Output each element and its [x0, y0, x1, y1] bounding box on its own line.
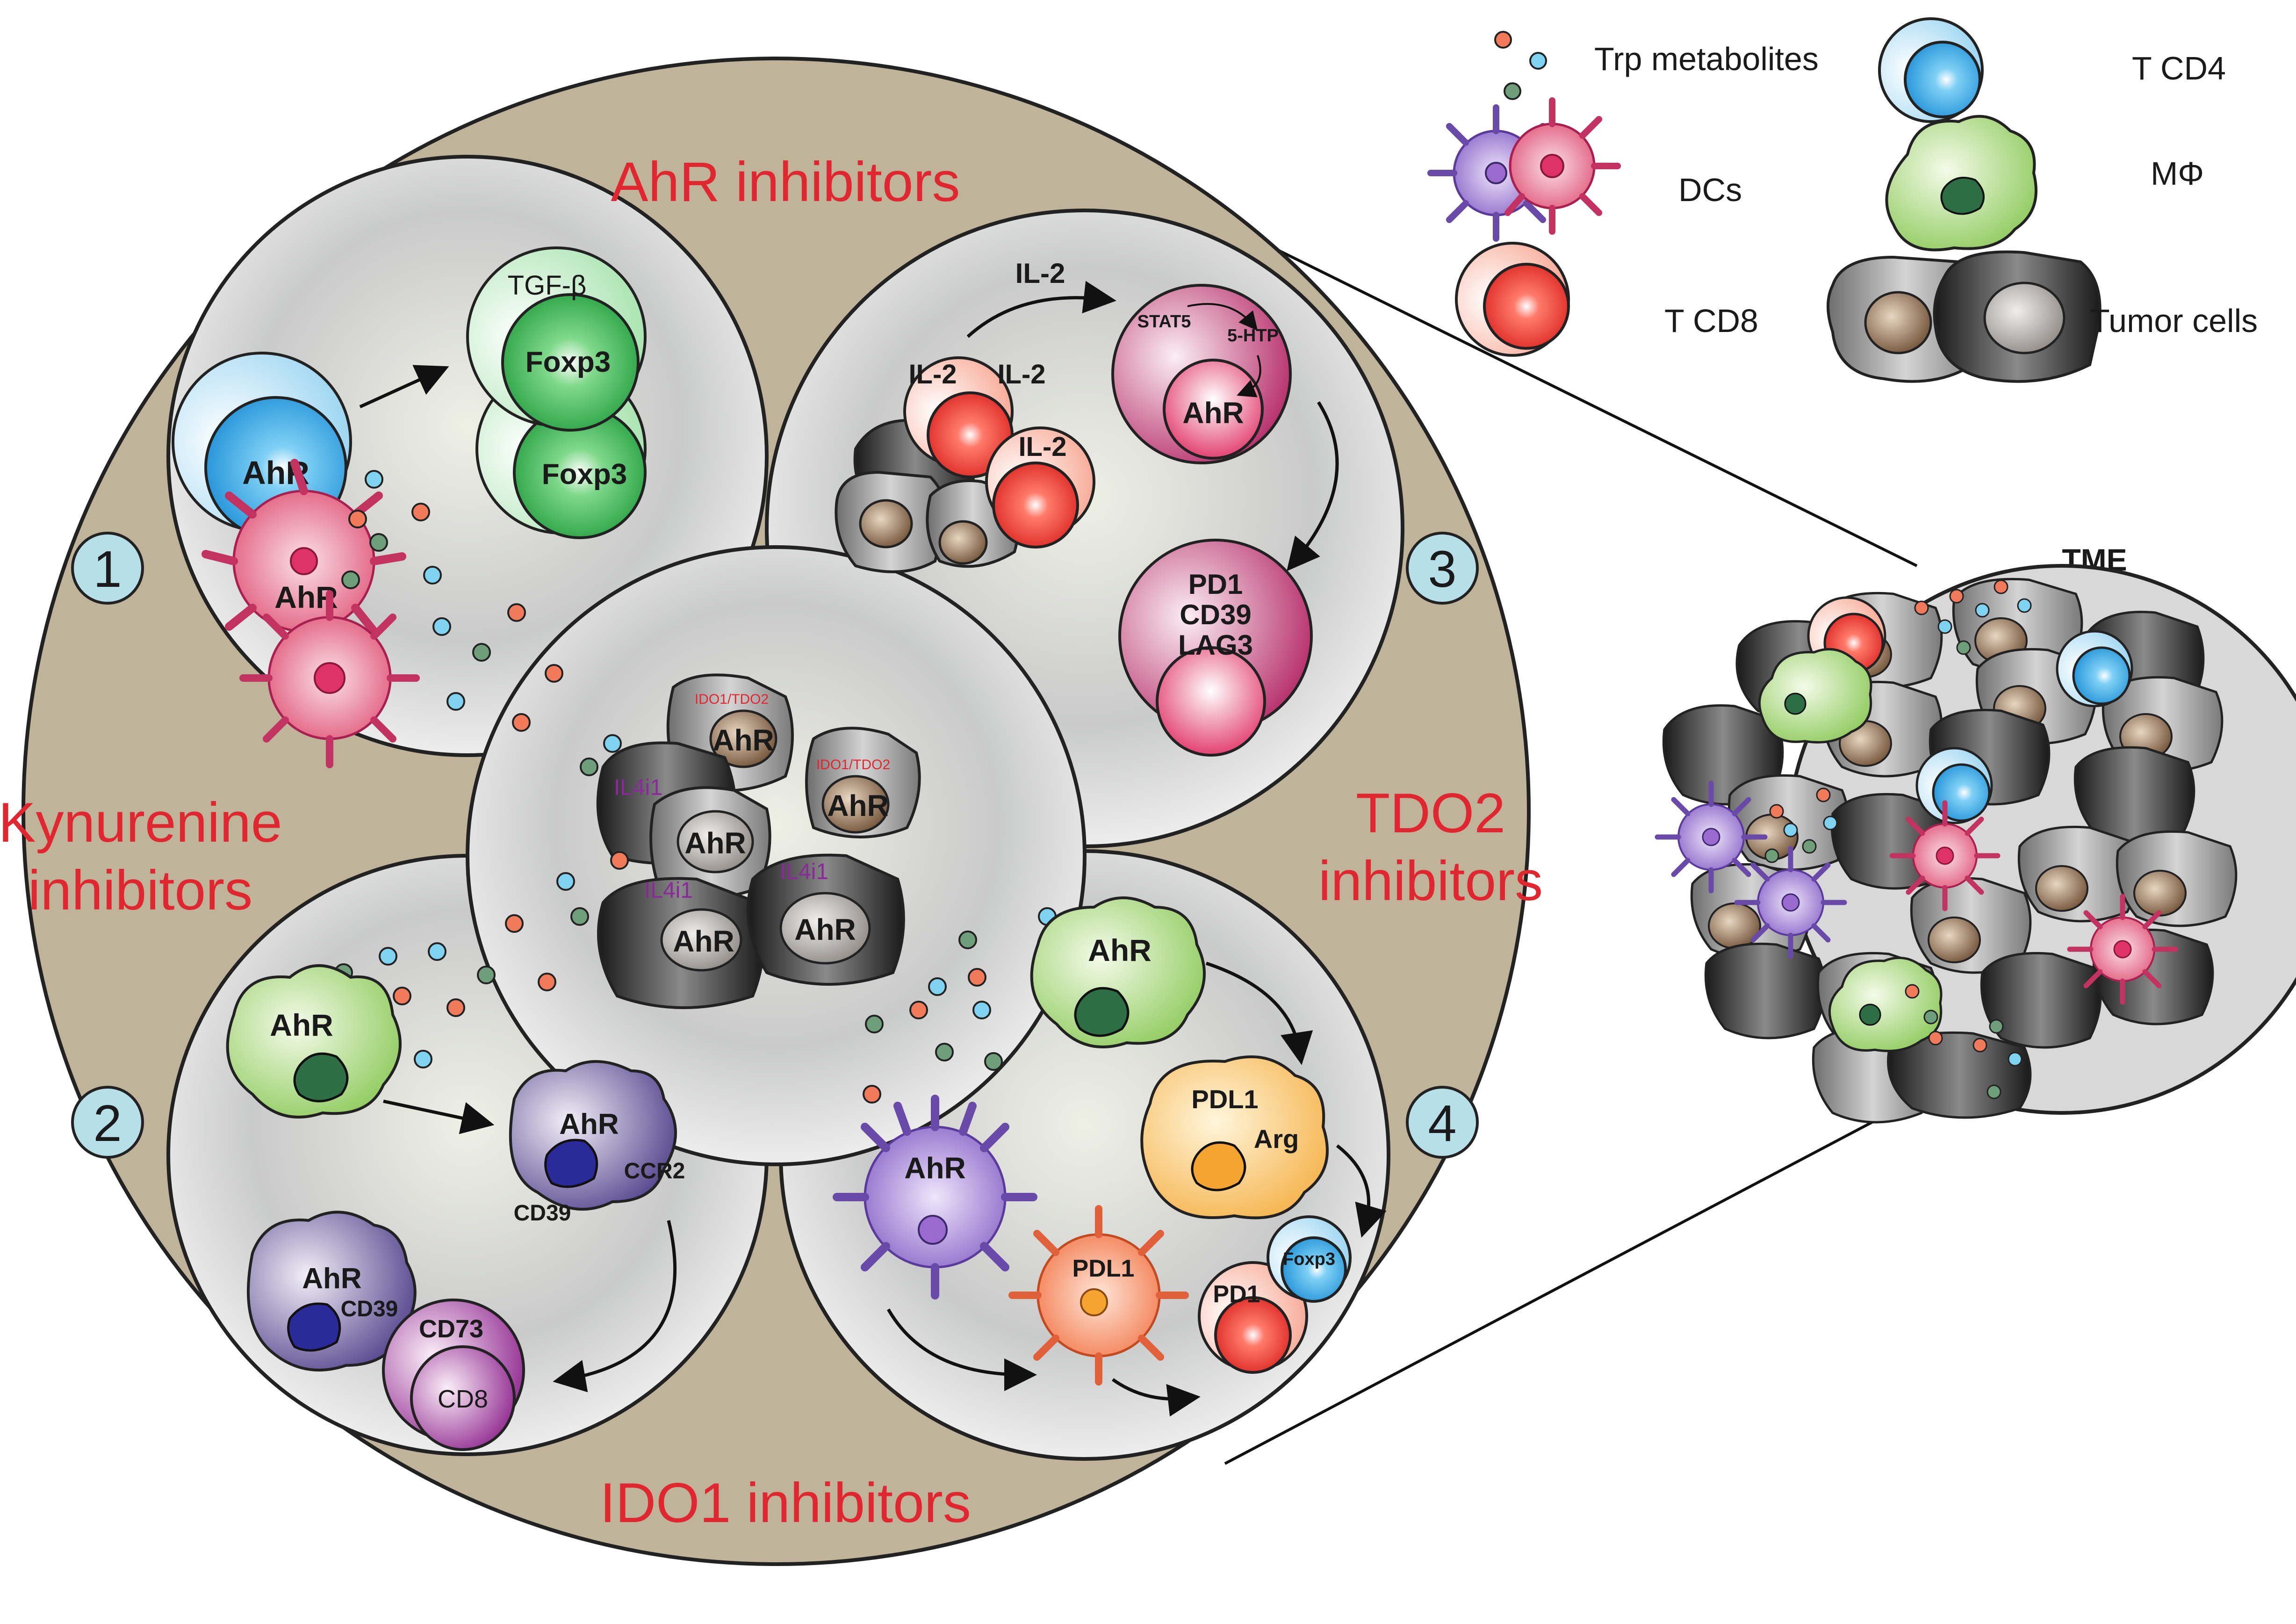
panel2-cd39-b: CD39 — [341, 1297, 398, 1321]
panel3-il2-top: IL-2 — [1015, 258, 1065, 289]
panel2-cd73: CD73 — [419, 1315, 483, 1343]
legend-tcd4-icon — [1878, 17, 1984, 123]
panel3-il2-low: IL-2 — [1018, 432, 1066, 462]
panel3-arrow-il2 — [966, 281, 1116, 338]
label-tdo2-line1: TDO2 — [1356, 782, 1505, 844]
panel2-cd39-a: CD39 — [514, 1201, 571, 1226]
panel1-foxp3-cell-top: TGF-β Foxp3 — [466, 246, 647, 432]
panel3-arrow-down — [1287, 401, 1339, 571]
badge-3: 3 — [1406, 532, 1479, 605]
panel2-cd8-cell: CD73 CD8 — [382, 1299, 525, 1451]
tme-trp-metabolites — [1764, 579, 2032, 1099]
tme-immune-cells — [1655, 596, 2178, 1052]
panel4-dc-ahr: AhR — [904, 1151, 966, 1185]
label-tdo2-line2: inhibitors — [1318, 850, 1543, 912]
panel4-pdl1-b: PDL1 — [1072, 1255, 1135, 1282]
panel4-arg: Arg — [1254, 1124, 1299, 1154]
badge-2: 2 — [71, 1086, 144, 1159]
panel3-ahr-cell: STAT5 5-HTP AhR — [1111, 284, 1292, 464]
panel4-foxp3: Foxp3 — [1283, 1249, 1335, 1269]
legend-dcs-label: DCs — [1678, 172, 1742, 208]
panel2-macrophage-purple-2: AhR CD39 — [247, 1211, 417, 1371]
panel3-il2-left: IL-2 — [908, 359, 957, 390]
panel3-exhausted-cell: PD1 CD39 LAG3 — [1118, 539, 1313, 757]
label-ahr-inhibitors: AhR inhibitors — [611, 151, 960, 213]
svg-text:3: 3 — [1428, 541, 1456, 598]
panel2-arrow-right — [383, 1099, 495, 1134]
panel4-arrow-3 — [886, 1308, 1037, 1391]
panel-center — [466, 545, 1087, 1166]
center-tumor-cluster: IDO1/TDO2 AhR IDO1/TDO2 AhR IL4i1 AhR IL… — [596, 673, 921, 1009]
label-kynurenine-line1: Kynurenine — [0, 791, 282, 854]
panel2-macrophage-green: AhR — [226, 964, 402, 1119]
panel2-cd8: CD8 — [438, 1385, 488, 1413]
panel1-arrow — [359, 365, 449, 409]
panel1-trp-metabolites — [341, 470, 526, 711]
legend-trp-label: Trp metabolites — [1594, 41, 1819, 77]
label-kynurenine-line2: inhibitors — [28, 859, 252, 922]
badge-1: 1 — [71, 532, 144, 605]
legend-tcd4-label: T CD4 — [2132, 50, 2226, 87]
panel3-stat5: STAT5 — [1137, 312, 1191, 332]
legend-tcd8-label: T CD8 — [1664, 303, 1758, 339]
svg-text:4: 4 — [1428, 1095, 1456, 1152]
panel2-macrophage-purple-1: AhR CCR2 CD39 — [509, 1060, 685, 1226]
center-ahr-br: AhR — [794, 913, 856, 946]
panel3-pd1: PD1 — [1188, 569, 1243, 600]
zoom-line-bottom — [1224, 1102, 1908, 1465]
center-ido1-tdo2-a: IDO1/TDO2 — [695, 692, 769, 707]
panel3-tcd8-cell-2 — [985, 426, 1095, 549]
panel2-mac-ahr: AhR — [270, 1008, 333, 1042]
tme-circle — [1655, 564, 2296, 1124]
panel4-dc-orange: PDL1 — [1008, 1205, 1189, 1386]
center-ido1-tdo2-b: IDO1/TDO2 — [816, 757, 890, 772]
panel2-mac3-ahr: AhR — [302, 1263, 361, 1295]
center-il4i1-b: IL4i1 — [644, 878, 693, 903]
panel4-arrow-4 — [1111, 1378, 1201, 1417]
legend-tcd8-icon — [1455, 242, 1570, 357]
panel2-arrow-curve — [553, 1220, 677, 1393]
legend-trp-icon — [1494, 31, 1547, 100]
panel3-5htp: 5-HTP — [1227, 326, 1279, 346]
panel3-cd39: CD39 — [1180, 599, 1251, 630]
svg-text:2: 2 — [93, 1095, 122, 1152]
panel1-foxp3-top: Foxp3 — [525, 346, 611, 378]
panel1-foxp3-bottom: Foxp3 — [542, 458, 627, 491]
panel3-ahr: AhR — [1182, 396, 1244, 430]
panel2-ccr2: CCR2 — [624, 1159, 685, 1184]
panel4-mac-ahr: AhR — [1088, 933, 1152, 967]
legend-macrophage-icon — [1885, 115, 2037, 252]
badge-4: 4 — [1406, 1086, 1479, 1159]
panel4-pd1: PD1 — [1213, 1281, 1260, 1308]
panel3-tcd8-cell-1 — [903, 356, 1014, 478]
panel3-lag3: LAG3 — [1178, 629, 1253, 661]
center-ahr-mid: AhR — [684, 826, 746, 860]
panel4-arrow-1 — [1205, 961, 1313, 1065]
panel3-il2-mid: IL-2 — [997, 359, 1045, 390]
legend-macrophage-label: MΦ — [2151, 155, 2204, 192]
panel4-treg-cell: Foxp3 — [1267, 1215, 1352, 1303]
panel1-dc-cell-2 — [239, 590, 420, 768]
label-ido1-inhibitors: IDO1 inhibitors — [600, 1472, 971, 1534]
legend: Trp metabolites T CD4 DCs MΦ T CD8 — [1427, 17, 2258, 383]
panel4-arrow-2 — [1336, 1144, 1387, 1238]
center-ahr-bl: AhR — [673, 924, 734, 958]
panel4-dc-purple: AhR — [833, 1095, 1037, 1299]
panel4-macrophage-green: AhR — [1030, 896, 1206, 1048]
center-trp-metabolites — [505, 664, 629, 991]
center-il4i1-a: IL4i1 — [614, 775, 662, 800]
center-ahr-right: AhR — [827, 789, 889, 823]
legend-dcs-icon — [1427, 97, 1621, 242]
center-ahr-top: AhR — [713, 723, 774, 757]
svg-text:1: 1 — [93, 541, 122, 598]
panel4-tcd8-cell: PD1 — [1198, 1261, 1308, 1374]
legend-tumor-icon — [1827, 250, 2102, 383]
center-il4i1-c: IL4i1 — [780, 859, 828, 884]
panel4-macrophage-orange: PDL1 Arg — [1140, 1055, 1329, 1220]
panel4-pdl1-a: PDL1 — [1191, 1084, 1258, 1114]
panel2-mac2-ahr: AhR — [559, 1108, 619, 1140]
panel1-tgf-beta: TGF-β — [508, 270, 587, 301]
legend-tumor-label: Tumor cells — [2090, 303, 2258, 339]
